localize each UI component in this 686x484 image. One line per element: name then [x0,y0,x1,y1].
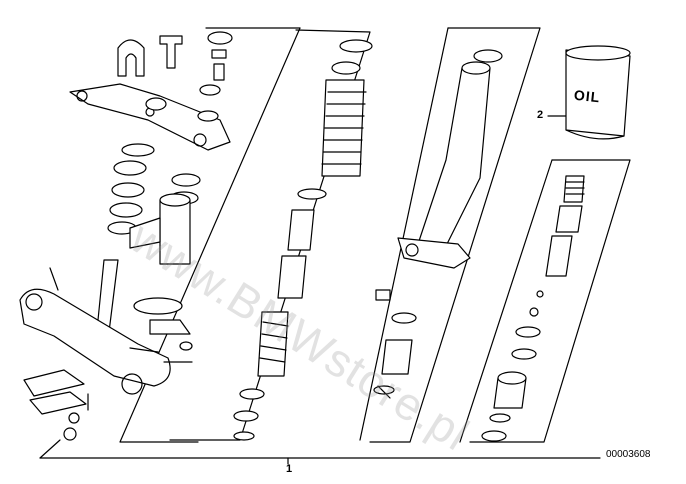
callout-2-number: 2 [537,109,544,121]
oil-can-label: OIL [573,86,602,106]
drawing-number: 00003608 [606,449,651,460]
small-parts-column [145,31,233,122]
bellows-spring-group [233,39,373,441]
callout-1-bracket [39,439,601,465]
fork-bridge-group [19,35,231,441]
damper-group [481,175,585,442]
fork-slider-group [373,49,503,399]
callout-1-number: 1 [286,463,293,475]
oil-can [565,45,631,140]
group-frames [119,27,631,443]
